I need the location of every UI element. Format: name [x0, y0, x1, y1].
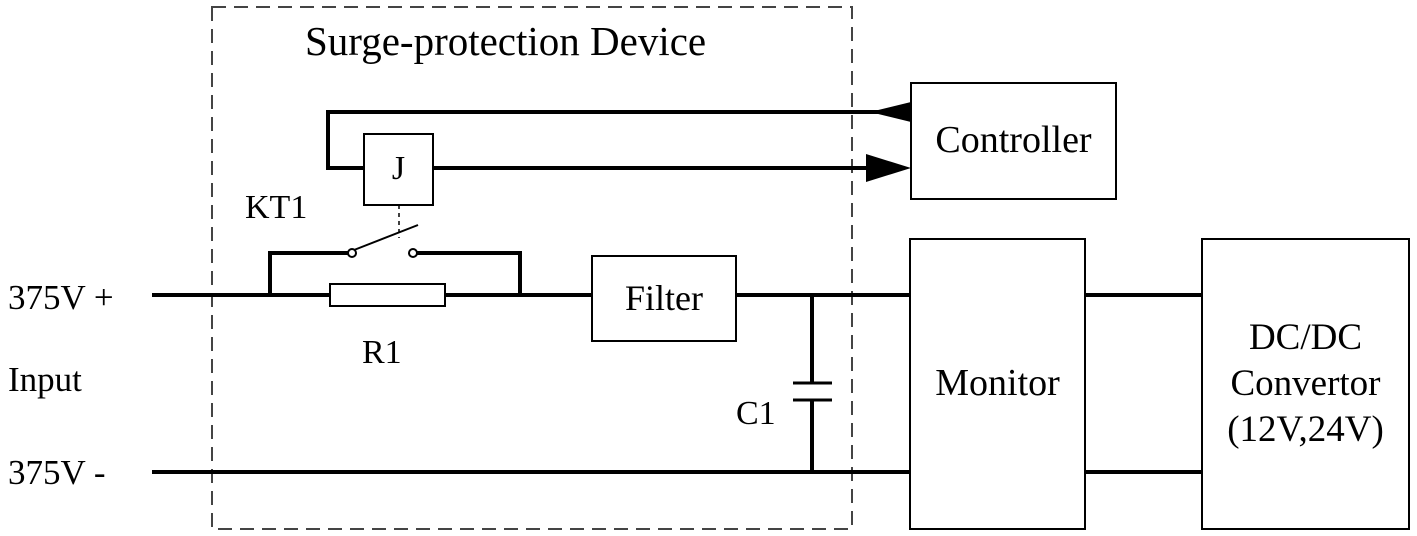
input-label: Input — [8, 360, 82, 399]
bypass-left-wire — [268, 251, 348, 295]
filter-box — [591, 255, 737, 342]
controller-box — [910, 82, 1117, 200]
resistor-label: R1 — [362, 334, 402, 371]
controller-label: Controller — [935, 119, 1092, 162]
bypass-right-wire — [417, 251, 522, 295]
converter-label-line2: Convertor — [1230, 362, 1381, 404]
capacitor-label: C1 — [736, 395, 776, 432]
converter-box — [1201, 238, 1410, 530]
control-feedback-wire — [326, 110, 911, 170]
spd-boundary — [211, 6, 853, 530]
relay-coil-j — [363, 133, 434, 206]
negative-terminal-label: 375V - — [8, 453, 106, 492]
converter-label-line3: (12V,24V) — [1227, 409, 1384, 451]
switch-contact-left — [347, 248, 357, 258]
relay-switch-label: KT1 — [245, 189, 308, 226]
spd-title: Surge-protection Device — [305, 18, 707, 64]
resistor-r1 — [329, 283, 446, 307]
positive-terminal-label: 375V + — [8, 278, 114, 317]
arrow-from-controller — [870, 102, 911, 122]
switch-contact-right — [408, 248, 418, 258]
filter-label: Filter — [625, 278, 703, 318]
switch-blade — [353, 224, 419, 251]
monitor-box — [909, 238, 1086, 530]
converter-label: DC/DC Convertor (12V,24V) — [1202, 239, 1409, 529]
monitor-label: Monitor — [935, 362, 1060, 405]
relay-coil-label: J — [391, 150, 406, 188]
arrow-to-controller — [866, 154, 911, 182]
converter-label-line1: DC/DC — [1248, 316, 1363, 358]
